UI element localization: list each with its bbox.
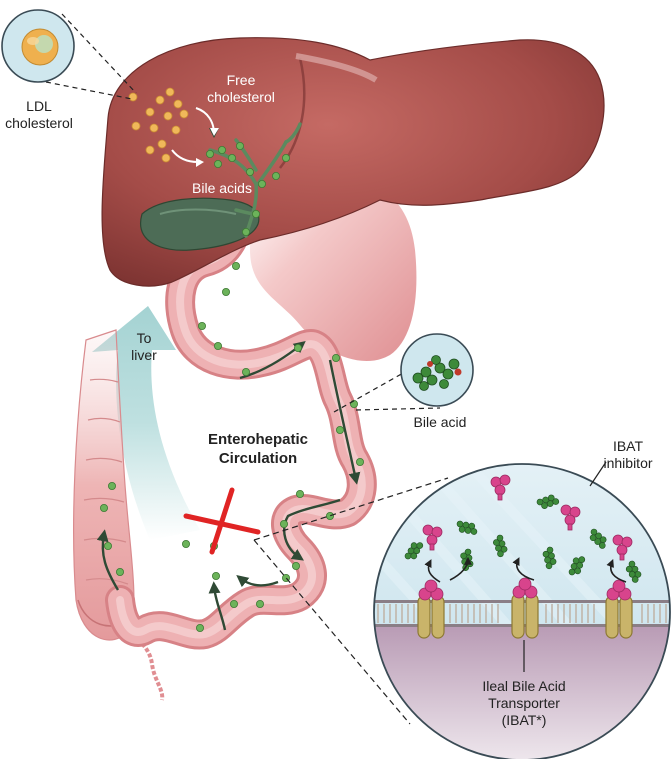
enterohepatic-circulation-label: Enterohepatic Circulation: [207, 431, 309, 467]
to-liver-label: To liver: [131, 330, 157, 363]
free-ibat-inhibitors: [422, 474, 633, 561]
bile-acids-label: Bile acids: [192, 180, 252, 196]
flow-arrows: [96, 341, 361, 631]
ibat-inhibitor-label: IBAT inhibitor: [603, 438, 653, 471]
free-cholesterol-label: Free cholesterol: [207, 72, 275, 105]
ldl-particles: [128, 87, 189, 163]
ldl-zoom-inset: [1, 9, 137, 100]
ibat-transporters: [417, 593, 633, 639]
bile-acid-zoom-inset: [333, 333, 474, 413]
return-flow-arrow: [92, 306, 200, 540]
inhibition-x-mark: [183, 487, 261, 555]
ileal-bile-acid-transporter-label: Ileal Bile Acid Transporter (IBAT*): [482, 678, 566, 728]
bile-ducts: [208, 122, 302, 238]
ldl-cholesterol-label: LDL cholesterol: [5, 98, 73, 131]
bile-acid-label: Bile acid: [413, 414, 467, 430]
